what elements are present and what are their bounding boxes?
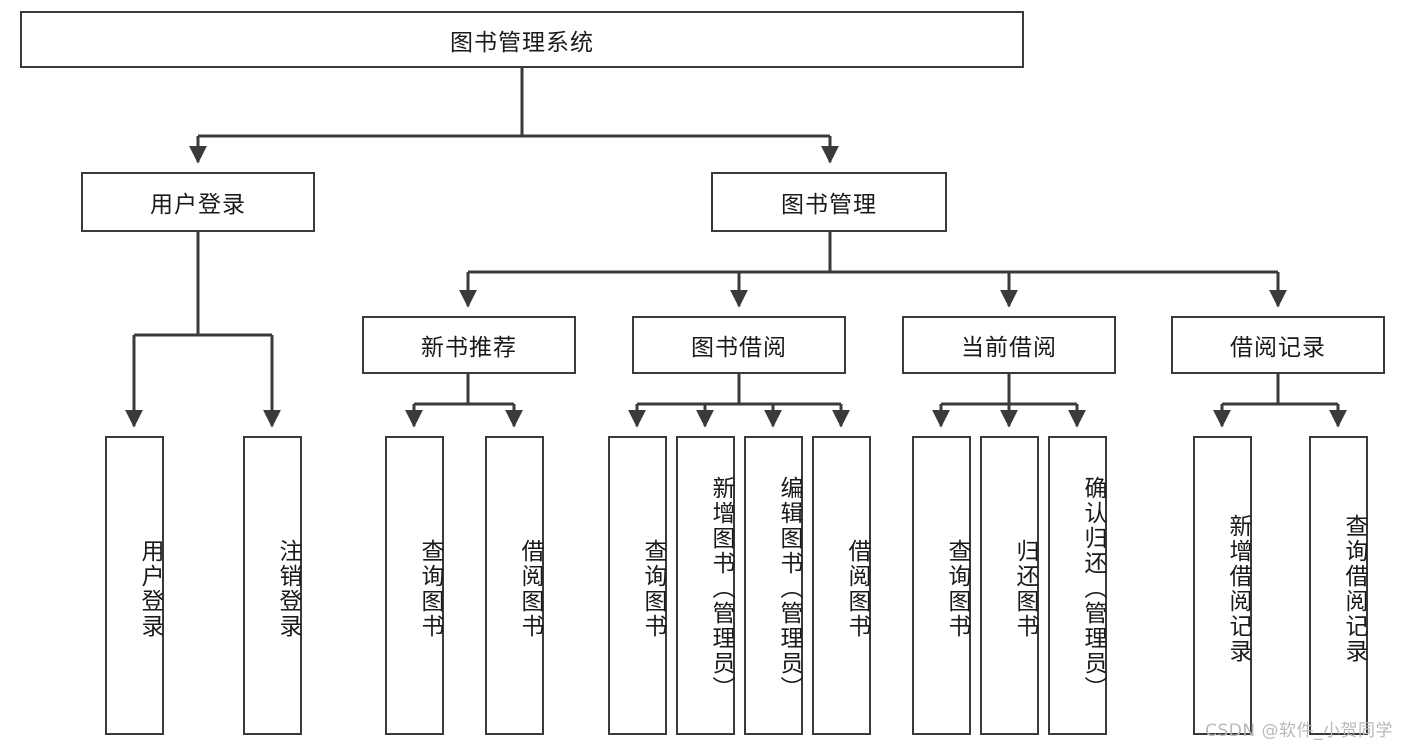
node-current-borrow-label: 当前借阅 [961, 335, 1057, 361]
leaf-query-book-1[interactable]: 查询图书 [385, 436, 444, 735]
leaf-user-login[interactable]: 用户登录 [105, 436, 164, 735]
node-borrow-record[interactable]: 借阅记录 [1171, 316, 1385, 374]
node-current-borrow[interactable]: 当前借阅 [902, 316, 1116, 374]
leaf-add-book[interactable]: 新增图书（管理员） [676, 436, 735, 735]
leaf-borrow-book-2-label: 借阅图书 [844, 538, 870, 639]
node-root[interactable]: 图书管理系统 [20, 11, 1024, 68]
leaf-query-book-3[interactable]: 查询图书 [912, 436, 971, 735]
leaf-confirm-return[interactable]: 确认归还（管理员） [1048, 436, 1107, 735]
leaf-add-record-label: 新增借阅记录 [1225, 513, 1251, 664]
node-book-borrow[interactable]: 图书借阅 [632, 316, 846, 374]
node-borrow-record-label: 借阅记录 [1230, 335, 1326, 361]
leaf-edit-book[interactable]: 编辑图书（管理员） [744, 436, 803, 735]
node-book-borrow-label: 图书借阅 [691, 335, 787, 361]
leaf-confirm-return-label: 确认归还（管理员） [1080, 476, 1106, 701]
leaf-borrow-book-1-label: 借阅图书 [517, 538, 543, 639]
leaf-return-book[interactable]: 归还图书 [980, 436, 1039, 735]
leaf-add-book-label: 新增图书（管理员） [708, 476, 734, 701]
node-book-manage[interactable]: 图书管理 [711, 172, 947, 232]
leaf-borrow-book-1[interactable]: 借阅图书 [485, 436, 544, 735]
leaf-query-record[interactable]: 查询借阅记录 [1309, 436, 1368, 735]
leaf-logout-label: 注销登录 [275, 538, 301, 639]
leaf-query-book-1-label: 查询图书 [417, 538, 443, 639]
node-new-book-recommend[interactable]: 新书推荐 [362, 316, 576, 374]
leaf-query-book-3-label: 查询图书 [944, 538, 970, 639]
leaf-borrow-book-2[interactable]: 借阅图书 [812, 436, 871, 735]
leaf-user-login-label: 用户登录 [137, 538, 163, 639]
leaf-add-record[interactable]: 新增借阅记录 [1193, 436, 1252, 735]
node-user-login[interactable]: 用户登录 [81, 172, 315, 232]
leaf-edit-book-label: 编辑图书（管理员） [776, 476, 802, 701]
leaf-query-book-2-label: 查询图书 [640, 538, 666, 639]
leaf-logout[interactable]: 注销登录 [243, 436, 302, 735]
node-user-login-label: 用户登录 [150, 192, 246, 218]
node-new-book-recommend-label: 新书推荐 [421, 335, 517, 361]
node-root-label: 图书管理系统 [450, 29, 594, 56]
leaf-return-book-label: 归还图书 [1012, 538, 1038, 639]
node-book-manage-label: 图书管理 [781, 192, 877, 218]
watermark: CSDN @软件_小贺同学 [1205, 721, 1393, 741]
leaf-query-record-label: 查询借阅记录 [1341, 513, 1367, 664]
leaf-query-book-2[interactable]: 查询图书 [608, 436, 667, 735]
